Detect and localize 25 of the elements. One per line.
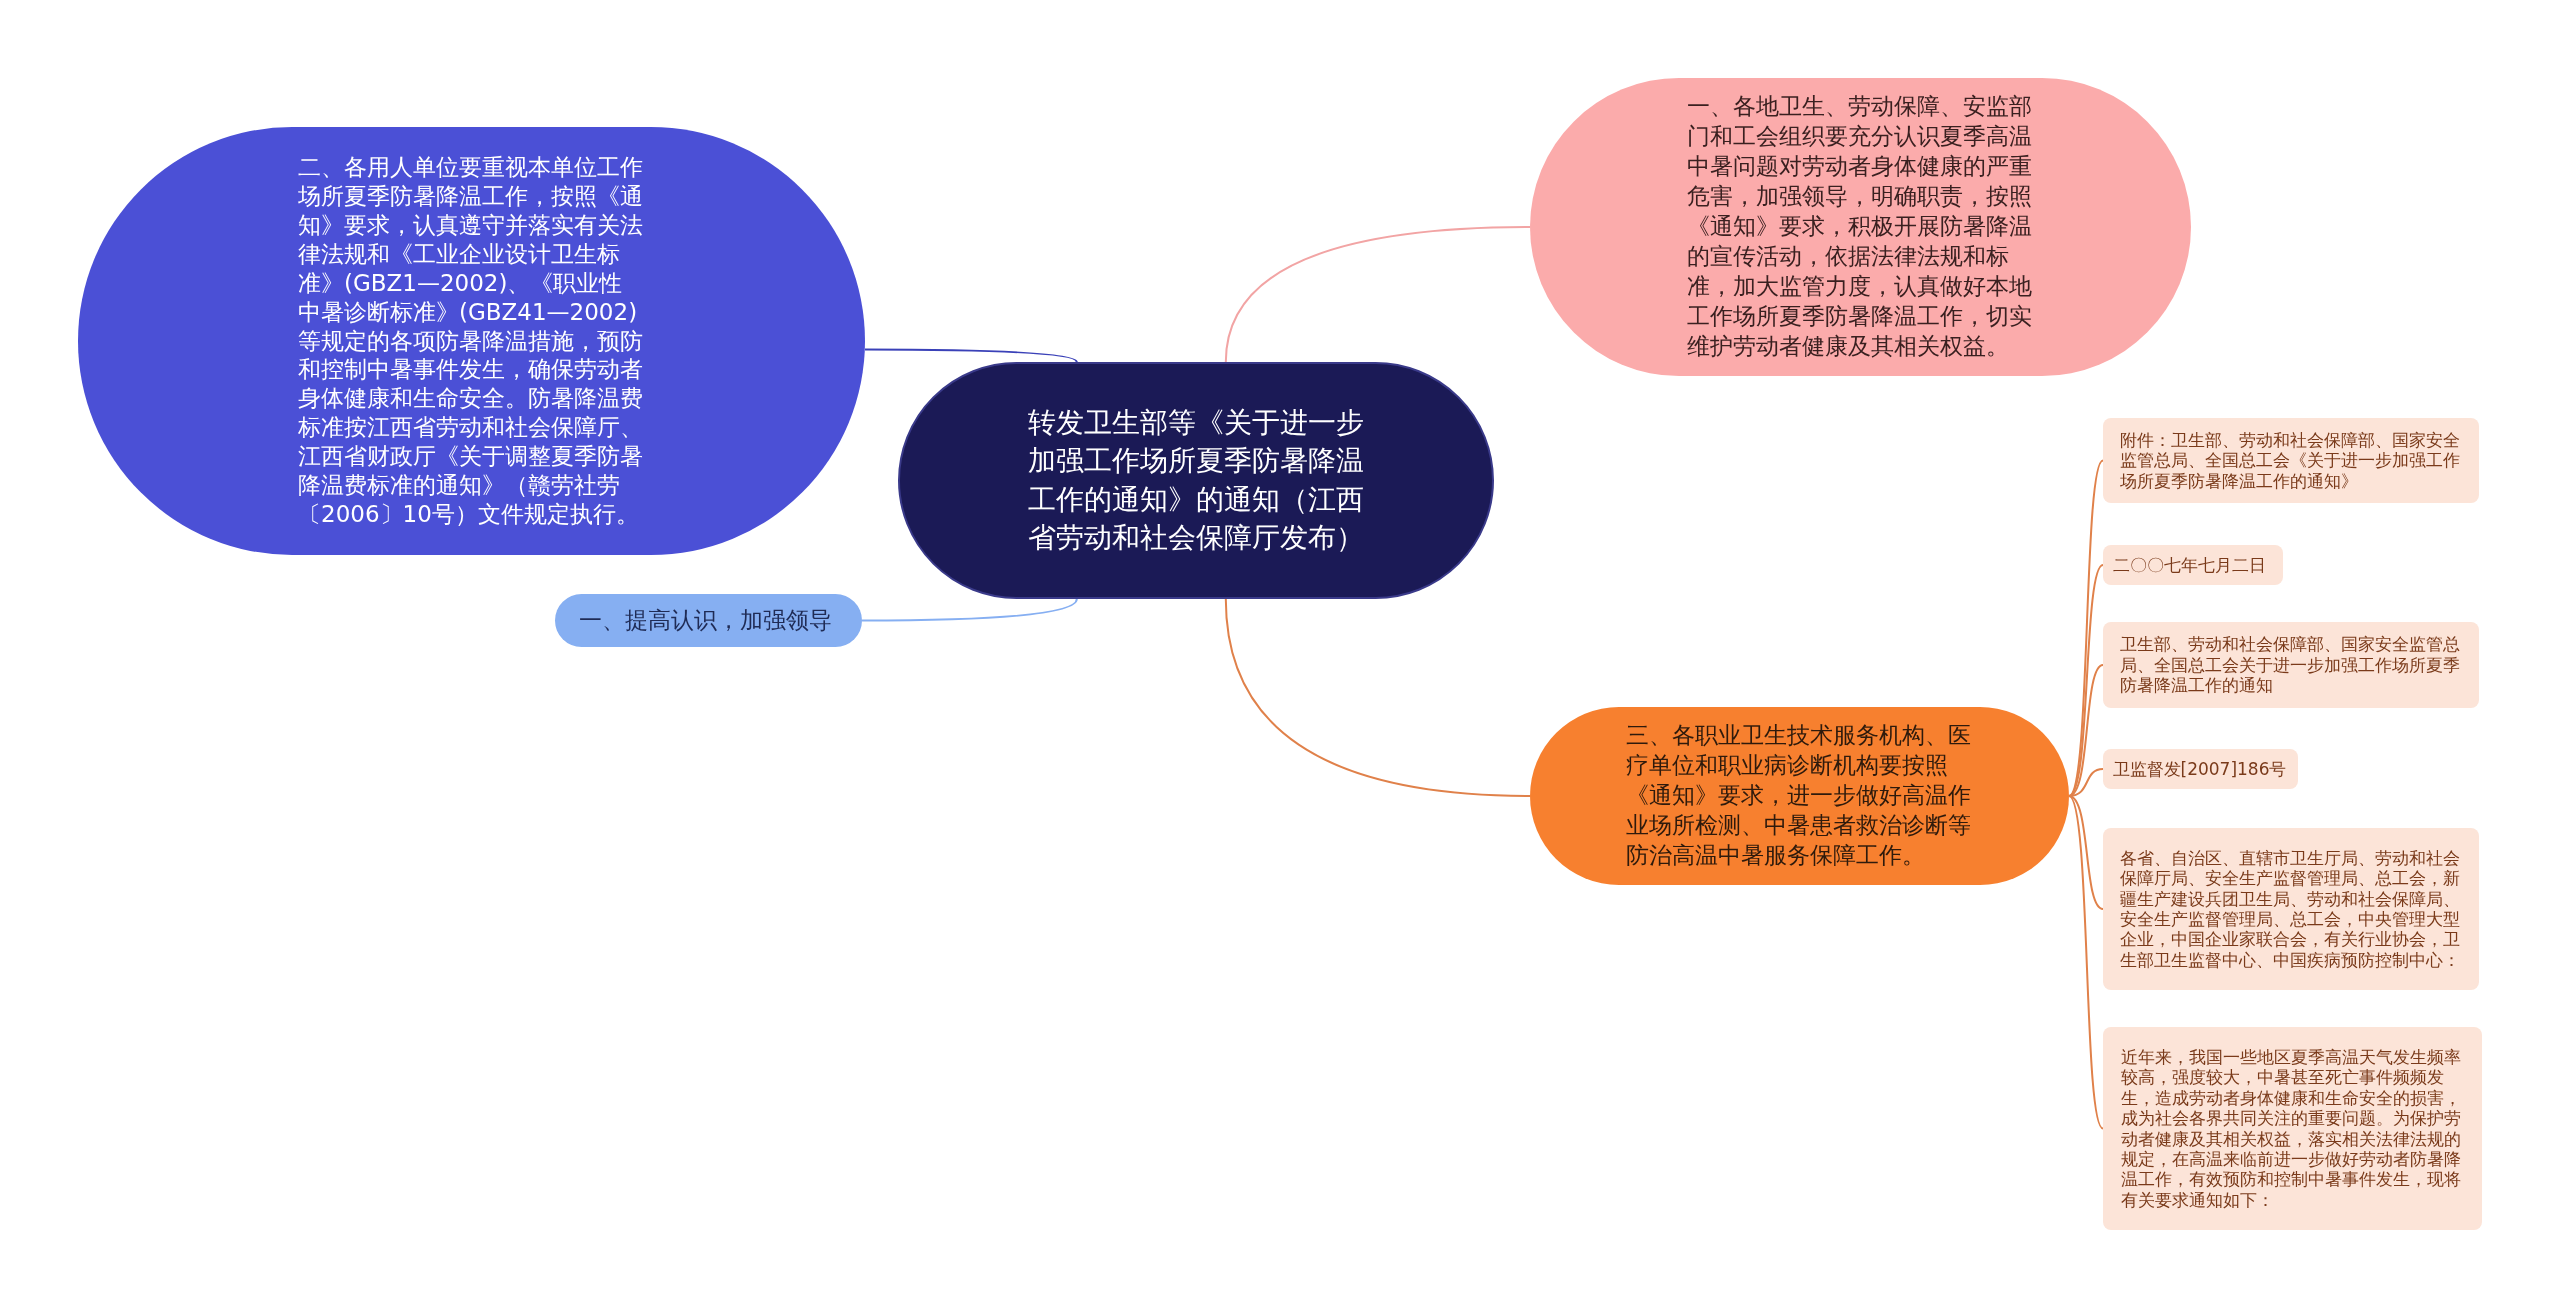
topic-text: 卫监督发[2007]186号 [2112, 758, 2288, 780]
topic-text: 一、各地卫生、劳动保障、安监部门和工会组织要充分认识夏季高温中暑问题对劳动者身体健康的严重危害，加强领导，明确职责，按照《通知》要求，积极开展防暑降温的宣传活动，依据法律法规和标准，加大监管力度，认真做好本地工作场所夏季防暑降温工作，切实维护劳动者健康及其相关权益。 [1687, 92, 2033, 361]
note-box [2103, 622, 2479, 708]
connector-line [1224, 226, 1531, 363]
topic-text: 各省、自治区、直辖市卫生厅局、劳动和社会保障厅局、安全生产监督管理局、总工会，新疆生产建设兵团卫生局、劳动和社会保障局、安全生产监督管理局、总工会，中央管理大型企业，中国企业家联合会，有关行业协会，卫生部卫生监督中心、中国疾病预防控制中心： [2119, 847, 2461, 971]
connector-line [1224, 598, 1531, 797]
topic-text: 一、提高认识，加强领导 [578, 605, 833, 635]
topic-text: 二、各用人单位要重视本单位工作场所夏季防暑降温工作，按照《通知》要求，认真遵守并落实有关法律法规和《工业企业设计卫生标准》(GBZ1—2002)、《职业性中暑诊断标准》(GBZ41—2002)等规定的各项防暑降温措施，预防和控制中暑事件发生，确保劳动者身体健康和生命安全。防暑降温费标准按江西省劳动和社会保障厅、江西省财政厅《关于调整夏季防暑降温费标准的通知》（赣劳社劳〔2006〕10号）文件规定执行。 [298, 152, 644, 530]
topic-title: 转发卫生部等《关于进一步加强工作场所夏季防暑降温工作的通知》的通知（江西省劳动和社会保障厅发布） [1027, 405, 1365, 556]
note-box [2103, 828, 2479, 990]
topic-pill [555, 594, 862, 647]
topic-text: 近年来，我国一些地区夏季高温天气发生频率较高，强度较大，中暑甚至死亡事件频频发生，造成劳动者身体健康和生命安全的损害，成为社会各界共同关注的重要问题。为保护劳动者健康及其相关权益，落实相关法律法规的规定，在高温来临前进一步做好劳动者防暑降温工作，有效预防和控制中暑事件发生，现将有关要求通知如下： [2121, 1046, 2462, 1211]
topic-text: 二〇〇七年七月二日 [2113, 554, 2267, 576]
connector-line [2068, 795, 2104, 1130]
topic-text: 卫生部、劳动和社会保障部、国家安全监管总局、全国总工会关于进一步加强工作场所夏季防暑降温工作的通知 [2119, 634, 2461, 696]
topic-text: 三、各职业卫生技术服务机构、医疗单位和职业病诊断机构要按照《通知》要求，进一步做好高温作业场所检测、中暑患者救治诊断等防治高温中暑服务保障工作。 [1626, 721, 1972, 870]
connector-line [864, 348, 1078, 363]
connector-line [861, 598, 1078, 622]
note-box [2103, 418, 2479, 503]
note-box [2103, 1027, 2482, 1230]
connector-line [2068, 795, 2104, 910]
note-box [2103, 545, 2283, 585]
topic-text: 附件：卫生部、劳动和社会保障部、国家安全监管总局、全国总工会《关于进一步加强工作场所夏季防暑降温工作的通知》 [2119, 429, 2461, 492]
connector-line [2068, 564, 2104, 797]
note-box [2103, 749, 2298, 789]
